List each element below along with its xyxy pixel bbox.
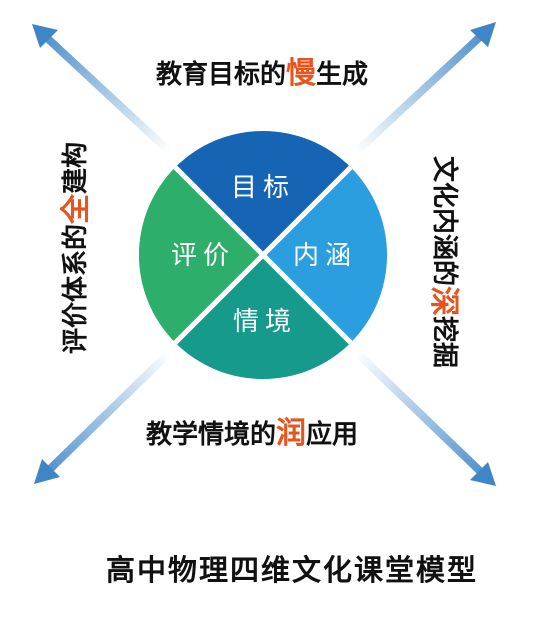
model-circle: [138, 130, 388, 380]
diagram-title: 高中物理四维文化课堂模型: [106, 553, 478, 587]
caption-left-before: 评价体系的: [60, 224, 91, 354]
segment-goal-label: 目标: [231, 173, 295, 203]
caption-left-emphasis: 全: [59, 193, 94, 225]
segment-connotation-label: 内涵: [293, 241, 357, 271]
caption-right: 文化内涵的深挖掘: [427, 156, 462, 368]
caption-left: 评价体系的全建构: [59, 142, 94, 354]
caption-top: 教育目标的慢生成: [156, 56, 368, 91]
divider-line: [173, 165, 353, 345]
caption-top-after: 生成: [316, 60, 368, 90]
caption-bottom-before: 教学情境的: [146, 419, 276, 450]
segment-goal: [175, 130, 351, 255]
segment-evaluation: [138, 167, 263, 343]
arrow-bottom-right: [353, 349, 496, 486]
arrow-bottom-left: [34, 349, 173, 484]
arrow-top-left: [32, 24, 173, 155]
caption-bottom: 教学情境的润应用: [146, 416, 358, 451]
caption-top-emphasis: 慢: [286, 56, 317, 91]
caption-right-before: 文化内涵的: [429, 156, 460, 286]
caption-bottom-emphasis: 润: [276, 416, 306, 451]
caption-bottom-after: 应用: [306, 419, 358, 450]
caption-top-before: 教育目标的: [156, 59, 286, 90]
segment-situation: [175, 255, 351, 380]
segment-connotation: [263, 167, 388, 343]
caption-left-after: 建构: [61, 142, 91, 194]
arrow-top-right: [353, 22, 496, 155]
caption-right-emphasis: 深: [427, 286, 462, 316]
segment-evaluation-label: 评价: [171, 241, 235, 271]
segment-situation-label: 情境: [233, 307, 297, 337]
caption-right-after: 挖掘: [429, 316, 460, 368]
